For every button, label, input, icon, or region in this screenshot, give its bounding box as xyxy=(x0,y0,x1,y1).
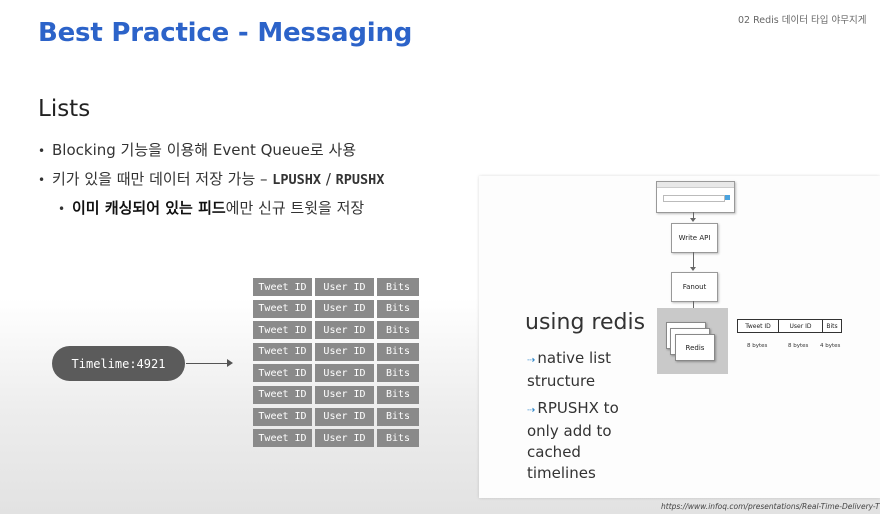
flow-line xyxy=(693,301,694,309)
record-field-user-id: User ID xyxy=(778,319,823,333)
bullet-dot: • xyxy=(58,202,66,216)
record-size-user-id: 8 bytes xyxy=(788,343,809,349)
figure-point-1: ⇢native list structure xyxy=(527,348,611,392)
flow-line xyxy=(693,252,694,268)
figure-point-2-line2: only add to xyxy=(527,422,612,440)
flow-line xyxy=(693,212,694,219)
fanout-box: Fanout xyxy=(671,272,718,302)
figure-point-1-line2: structure xyxy=(527,372,596,390)
redis-box: Redis xyxy=(675,334,715,361)
record-layout: Tweet ID User ID Bits xyxy=(737,319,842,333)
compose-tweet-screenshot xyxy=(656,181,735,213)
figure-point-2-line1: RPUSHX to xyxy=(537,399,619,417)
figure-point-2-line3: cached xyxy=(527,443,581,461)
bullet-2-prefix: 키가 있을 때만 데이터 저장 가능 – xyxy=(52,170,273,188)
tweet-input-mock xyxy=(663,195,725,202)
infoq-figure: Write API Fanout Redis using redis ⇢nati… xyxy=(479,176,880,498)
tweet-grid-cell: Bits xyxy=(377,429,419,448)
slide-title: Best Practice - Messaging xyxy=(38,18,413,48)
tweet-grid-cell: Bits xyxy=(377,407,419,426)
tweet-grid-cell: Tweet ID xyxy=(253,342,312,361)
bullet-2-sep: / xyxy=(321,170,336,188)
tweet-grid-cell: Bits xyxy=(377,342,419,361)
bullet-3: • 이미 캐싱되어 있는 피드에만 신규 트윗을 저장 xyxy=(58,197,364,218)
tweet-grid-cell: Tweet ID xyxy=(253,321,312,340)
tweet-grid-cell: Tweet ID xyxy=(253,385,312,404)
tweet-grid-cell: User ID xyxy=(315,429,374,448)
tweet-grid-cell: Bits xyxy=(377,299,419,318)
write-api-box: Write API xyxy=(671,223,718,253)
bullet-3-rest: 에만 신규 트윗을 저장 xyxy=(225,199,365,217)
window-titlebar xyxy=(657,182,734,188)
figure-point-2-line4: timelines xyxy=(527,464,596,482)
tweet-grid-cell: User ID xyxy=(315,299,374,318)
record-field-bits: Bits xyxy=(822,319,842,333)
timeline-arrow xyxy=(186,363,230,364)
arrow-head-icon xyxy=(227,359,233,367)
down-arrow-icon xyxy=(690,218,696,222)
tweet-grid-cell: Tweet ID xyxy=(253,407,312,426)
header-note: 02 Redis 데이터 타입 야무지게 xyxy=(738,15,867,26)
tweet-grid-cell: User ID xyxy=(315,278,374,296)
tweet-grid-cell: User ID xyxy=(315,364,374,383)
arrow-right-icon: ⇢ xyxy=(527,405,536,416)
record-size-bits: 4 bytes xyxy=(820,343,841,349)
bullet-1: • Blocking 기능을 이용해 Event Queue로 사용 xyxy=(38,139,356,160)
using-redis-heading: using redis xyxy=(525,310,646,335)
tweet-grid-cell: Tweet ID xyxy=(253,299,312,318)
timeline-key-pill: Timelime:4921 xyxy=(52,346,185,381)
tweet-grid-cell: Tweet ID xyxy=(253,278,312,296)
tweet-grid-cell: Bits xyxy=(377,385,419,404)
tweet-button-mock xyxy=(725,195,730,200)
tweet-grid-cell: Bits xyxy=(377,321,419,340)
bullet-3-bold: 이미 캐싱되어 있는 피드 xyxy=(72,199,226,217)
arrow-right-icon: ⇢ xyxy=(527,355,536,366)
record-size-tweet-id: 8 bytes xyxy=(747,343,768,349)
record-field-tweet-id: Tweet ID xyxy=(737,319,779,333)
bullet-dot: • xyxy=(38,144,46,158)
lpushx-command: LPUSHX xyxy=(272,172,322,188)
down-arrow-icon xyxy=(690,267,696,271)
tweet-grid-cell: Tweet ID xyxy=(253,429,312,448)
tweet-grid-cell: User ID xyxy=(315,385,374,404)
rpushx-command: RPUSHX xyxy=(335,172,385,188)
bullet-1-text: Blocking 기능을 이용해 Event Queue로 사용 xyxy=(52,141,357,159)
bullet-2: • 키가 있을 때만 데이터 저장 가능 – LPUSHX / RPUSHX xyxy=(38,168,384,189)
tweet-grid-cell: Tweet ID xyxy=(253,364,312,383)
figure-point-2: ⇢RPUSHX to only add to cached timelines xyxy=(527,398,619,484)
tweet-grid-cell: Bits xyxy=(377,364,419,383)
tweet-grid-cell: User ID xyxy=(315,407,374,426)
figure-point-1-line1: native list xyxy=(537,349,612,367)
section-heading: Lists xyxy=(38,96,91,122)
tweet-grid-cell: User ID xyxy=(315,321,374,340)
tweet-grid-cell: Bits xyxy=(377,278,419,296)
bullet-dot: • xyxy=(38,173,46,187)
source-url[interactable]: https://www.infoq.com/presentations/Real… xyxy=(661,502,880,511)
tweet-grid-cell: User ID xyxy=(315,342,374,361)
